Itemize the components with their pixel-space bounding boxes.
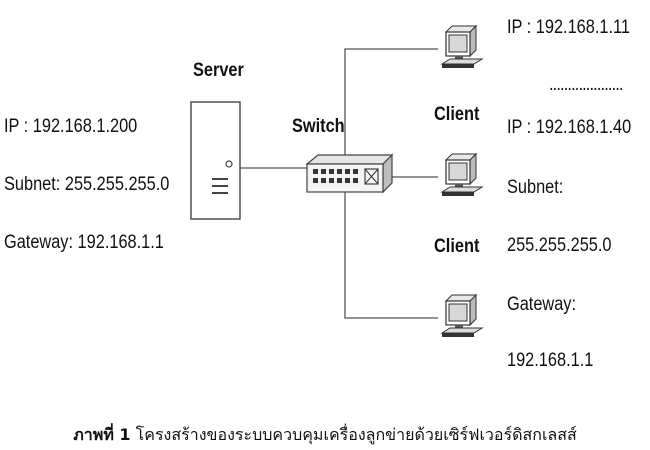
client-subnet-value: 255.255.255.0 [507, 235, 612, 256]
server-gateway: Gateway: 192.168.1.1 [4, 232, 164, 253]
server-label: Server [193, 60, 244, 81]
client-label-2: Client [434, 236, 480, 257]
figure-caption: ภาพที่ 1 โครงสร้างของระบบควบคุมเครื่องลู… [0, 423, 650, 448]
switch-client-top-line [344, 48, 438, 155]
server-tower-icon [190, 101, 241, 220]
client-subnet-label: Subnet: [507, 177, 564, 198]
client-computer-icon-2 [441, 153, 483, 197]
server-subnet: Subnet: 255.255.255.0 [4, 174, 170, 195]
client-gateway-label: Gateway: [507, 294, 577, 315]
client-gateway-value: 192.168.1.1 [507, 350, 594, 371]
figure-caption-text: โครงสร้างของระบบควบคุมเครื่องลูกข่ายด้วย… [135, 425, 577, 444]
client-label-1: Client [434, 104, 480, 125]
switch-client-bottom-line [344, 192, 438, 319]
figure-caption-label: ภาพที่ 1 [73, 425, 131, 444]
client-ip-last: IP : 192.168.1.40 [507, 117, 632, 138]
client-ip-ellipsis: .................... [549, 74, 623, 95]
switch-icon [305, 153, 394, 194]
server-ip: IP : 192.168.1.200 [4, 116, 138, 137]
client-ip-first: IP : 192.168.1.11 [507, 17, 630, 38]
client-computer-icon-3 [441, 294, 483, 338]
client-computer-icon-1 [441, 25, 483, 69]
switch-label: Switch [292, 116, 345, 137]
